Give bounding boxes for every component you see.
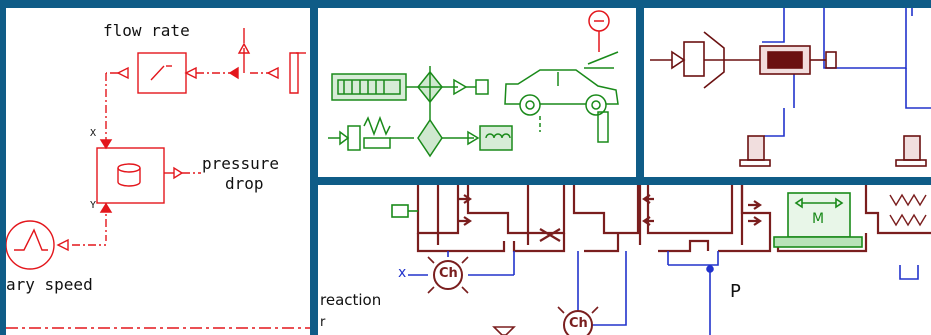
coil-icon [480, 126, 512, 150]
signal-block-diagram-panel: flow rate pressure drop ary speed X Y [6, 8, 310, 335]
reaction-label: reaction [320, 291, 381, 309]
ch-label-1: Ch [439, 266, 458, 281]
speed-source-circle [6, 221, 54, 269]
tank-block [97, 148, 164, 203]
flow-rate-label: flow rate [103, 21, 190, 40]
port-y-label: Y [90, 200, 96, 211]
p-label: P [730, 281, 741, 302]
actuator-icon [650, 32, 760, 88]
gear-junction-icon [418, 66, 466, 132]
spring-damper-icon [328, 118, 390, 150]
arrow-down-icon [101, 140, 111, 148]
vehicle-powertrain-panel [318, 8, 636, 177]
flow-source-block [290, 53, 298, 93]
actuator-diagram-graphics [644, 8, 931, 177]
clutch-icon [390, 120, 478, 156]
hydraulic-circuit-panel: Ch Ch M x reaction r P [318, 185, 931, 335]
engine-block-icon [332, 74, 406, 100]
motor-label: M [812, 211, 824, 227]
hydraulic-diagram-graphics [318, 185, 931, 335]
ch-label-2: Ch [569, 316, 588, 331]
sensor-icon [740, 136, 926, 166]
vehicle-diagram-graphics [318, 8, 636, 177]
arrow-left-icon [118, 68, 128, 78]
port-x-label: X [90, 128, 96, 139]
x-label: x [398, 265, 406, 281]
pressure-label: pressure [202, 154, 279, 173]
actuator-panel [644, 8, 931, 177]
gauge-icon [584, 11, 618, 68]
drop-label: drop [225, 174, 264, 193]
speed-label: ary speed [6, 275, 93, 294]
r-label: r [320, 315, 325, 330]
limiter-block [138, 53, 186, 93]
car-icon [505, 70, 618, 115]
